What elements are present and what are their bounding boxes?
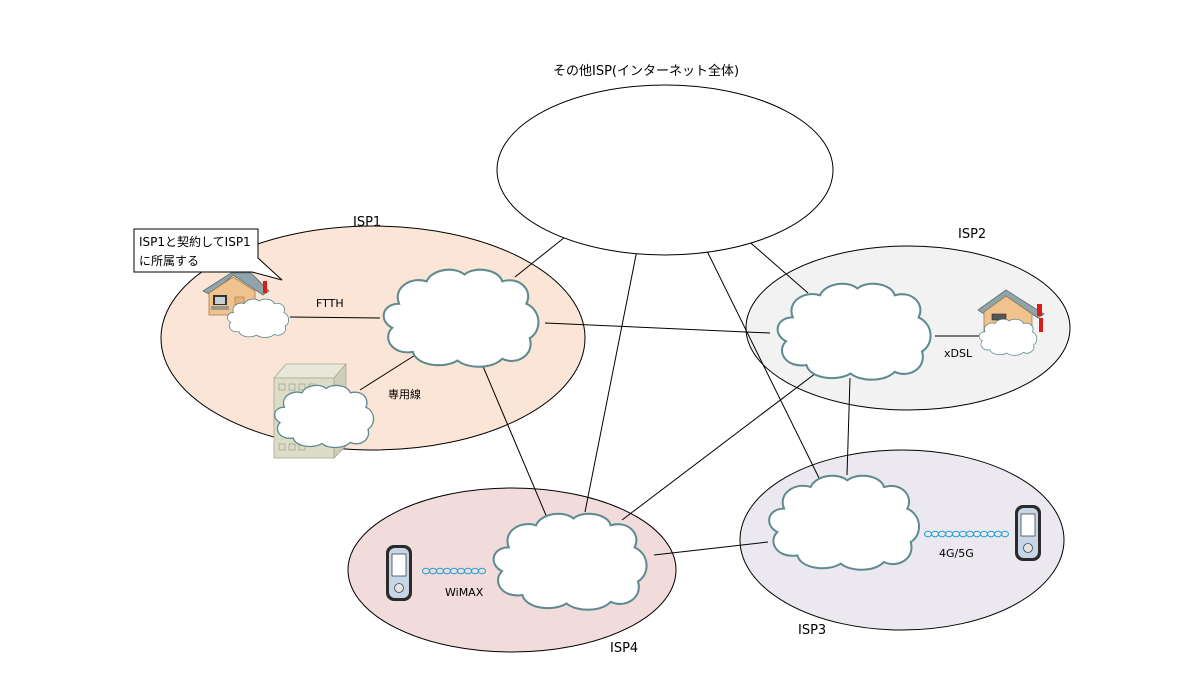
- home-lan-cloud: [227, 298, 290, 338]
- link-internet-isp1: [514, 236, 566, 278]
- ftth-label: FTTH: [316, 297, 344, 310]
- mobile-phone-icon: [386, 545, 412, 601]
- mobile-link: [924, 530, 1009, 538]
- wimax-label: WiMAX: [445, 586, 484, 599]
- wireless-link-segment: [478, 567, 486, 575]
- internet-title: その他ISP(インターネット全体): [553, 63, 739, 79]
- backbone-links: [289, 236, 980, 556]
- mobile-phone-icon: [1015, 505, 1041, 561]
- link-isp3-isp4: [653, 541, 769, 556]
- internet-region: [496, 84, 834, 256]
- link-leased-line: [359, 351, 421, 391]
- isp4-label: ISP4: [610, 641, 638, 656]
- isp4-cloud: [492, 512, 648, 611]
- home-lan-cloud: [978, 318, 1038, 356]
- link-internet-isp2: [744, 237, 809, 294]
- link-isp1-isp2: [544, 322, 771, 334]
- office-lan-cloud: [273, 384, 375, 449]
- link-isp1-isp4: [481, 363, 549, 521]
- link-isp2-isp4: [621, 369, 821, 521]
- callout-line-1: ISP1と契約してISP1: [139, 234, 251, 249]
- mobile-label: 4G/5G: [939, 547, 974, 560]
- callout-line-2: に所属する: [139, 254, 199, 268]
- link-ftth: [289, 316, 381, 319]
- isp2-label: ISP2: [958, 227, 986, 242]
- xdsl-label: xDSL: [944, 347, 973, 360]
- link-internet-isp3: [705, 248, 821, 481]
- leased-line-label: 専用線: [388, 387, 421, 401]
- isp3-label: ISP3: [798, 623, 826, 638]
- isp2-cloud: [776, 282, 932, 381]
- callout: ISP1と契約してISP1 に所属する: [133, 228, 283, 281]
- wimax-link: [422, 567, 486, 575]
- isp1-label: ISP1: [353, 215, 381, 230]
- link-internet-isp4: [584, 249, 638, 513]
- isp1-cloud: [382, 268, 540, 368]
- wireless-link-segment: [1001, 530, 1009, 538]
- link-isp2-isp3: [846, 377, 851, 476]
- isp3-cloud: [768, 474, 921, 571]
